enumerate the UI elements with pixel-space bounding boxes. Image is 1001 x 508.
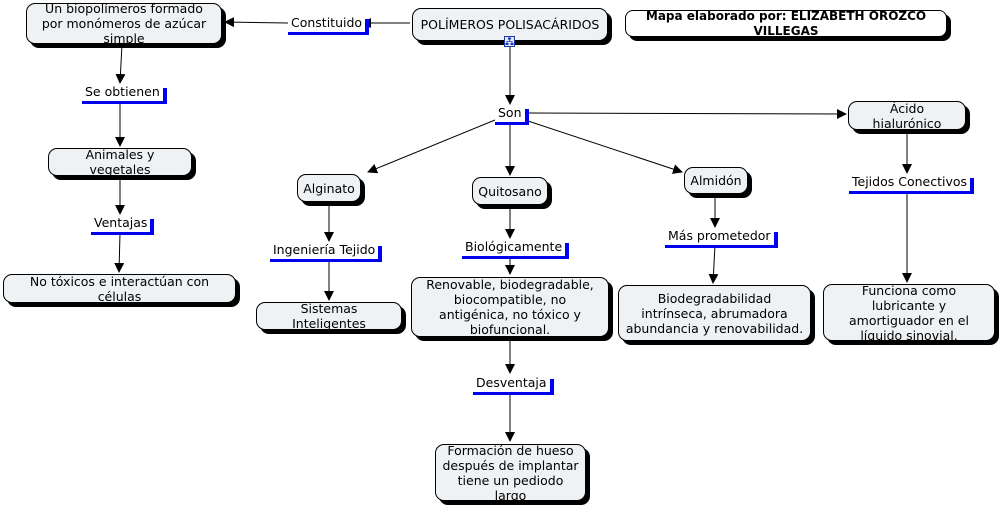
link-masprometedor-biodegradabilidad [708, 244, 719, 284]
concept-formacion-hueso[interactable]: Formación de hueso después de implantar … [435, 443, 586, 503]
phrase-ingenieria-tejido[interactable]: Ingeniería Tejido [270, 243, 383, 262]
concept-sistemas-inteligentes[interactable]: Sistemas Inteligentes [256, 301, 402, 331]
concept-animales-vegetales[interactable]: Animales y vegetales [48, 147, 192, 177]
link-constituido-definicion [224, 17, 289, 28]
concept-no-toxicos[interactable]: No tóxicos e interactúan con células [3, 274, 236, 304]
concept-renovable[interactable]: Renovable, biodegradable, biocompatible,… [411, 277, 609, 337]
concept-quitosano[interactable]: Quitosano [472, 177, 548, 205]
concept-root-label: POLÍMEROS POLISACÁRIDOS [420, 17, 600, 32]
link-son-alginato [367, 119, 496, 174]
link-definicion-seobtienen [115, 43, 126, 84]
concept-almidon[interactable]: Almidón [684, 167, 748, 194]
author-credit: Mapa elaborado por: ELIZABETH OROZCO VIL… [625, 9, 947, 38]
concept-acido-hialuronico[interactable]: Ácido hialurónico [848, 101, 966, 131]
concept-map-icon[interactable] [504, 36, 515, 47]
phrase-ventajas[interactable]: Ventajas [91, 216, 155, 235]
concept-biodegradabilidad[interactable]: Biodegradabilidad intrínseca, abrumadora… [618, 285, 811, 341]
concept-root[interactable]: POLÍMEROS POLISACÁRIDOS [412, 8, 608, 41]
phrase-constituido[interactable]: Constituido [288, 16, 370, 35]
link-ventajas-notoxicos [114, 232, 125, 273]
phrase-desventaja[interactable]: Desventaja [473, 376, 554, 395]
phrase-son[interactable]: Son [495, 106, 528, 125]
link-son-acido [526, 108, 847, 119]
concept-alginato[interactable]: Alginato [297, 174, 361, 202]
phrase-mas-prometedor[interactable]: Más prometedor [665, 229, 778, 248]
concept-funciona[interactable]: Funciona como lubricante y amortiguador … [823, 283, 995, 343]
link-son-almidon [524, 119, 683, 174]
concept-definicion[interactable]: Un biopolímeros formado por monómeros de… [26, 1, 222, 46]
phrase-se-obtienen[interactable]: Se obtienen [82, 85, 167, 104]
phrase-tejidos-conectivos[interactable]: Tejidos Conectivos [849, 175, 975, 194]
phrase-biologicamente[interactable]: Biológicamente [462, 240, 570, 259]
